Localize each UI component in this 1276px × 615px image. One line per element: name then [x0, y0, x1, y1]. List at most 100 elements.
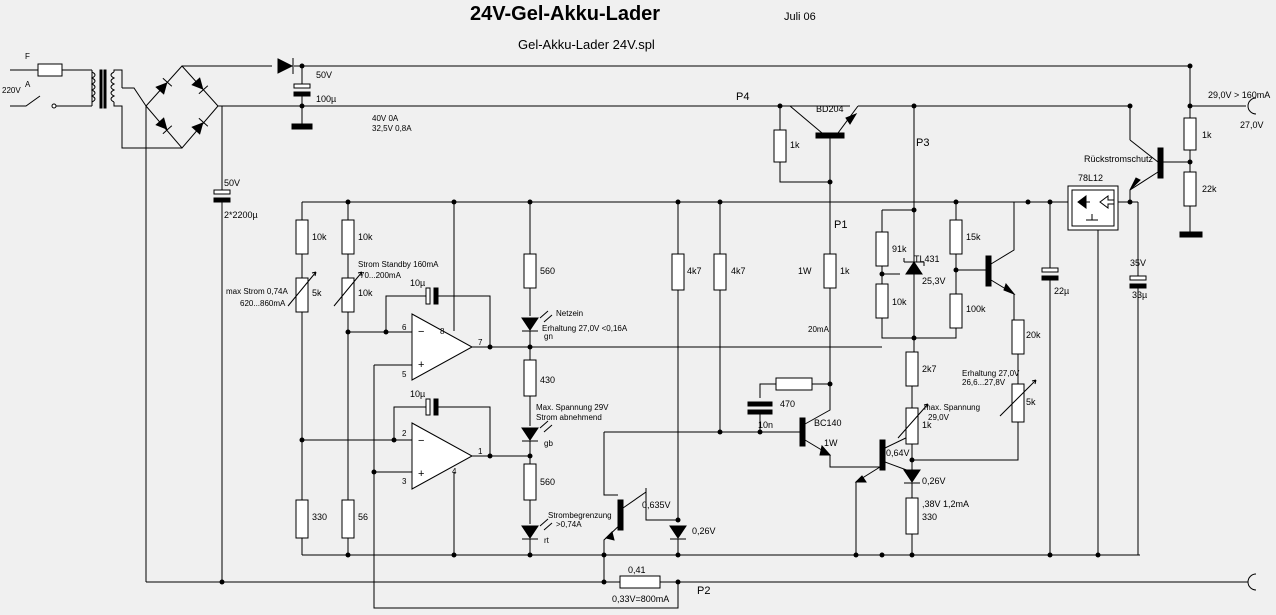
supply-note-2: 32,5V 0,8A	[372, 124, 412, 133]
node-p1: P1	[834, 219, 847, 231]
opamp-1: − + 10µ 8 6 7 5	[348, 202, 533, 381]
component-label: Netzein	[556, 309, 583, 318]
component-label: Erhaltung 27,0V	[962, 369, 1020, 378]
component-label: 430	[540, 375, 555, 385]
opamp-2: − + 10µ 2 1 3 4	[302, 389, 533, 555]
maintenance-divider: 15k 100k 20k Erhaltung 27,0V 26,6...27,8…	[914, 202, 1041, 423]
component-label: 0,26V	[692, 526, 716, 536]
mains-voltage-label: 220V	[2, 86, 21, 95]
component-label: 0,64V	[886, 448, 910, 458]
component-label: rt	[544, 536, 550, 545]
component-label: 5	[402, 370, 407, 379]
component-label: 22k	[1202, 184, 1217, 194]
component-label: 10k	[312, 232, 327, 242]
schematic-title: 24V-Gel-Akku-Lader	[470, 3, 660, 25]
opamp1-minus: −	[418, 326, 424, 338]
bridge-rectifier	[122, 65, 219, 582]
mains-switch-contact	[51, 103, 57, 109]
standby-divider: 10k 10k Strom Standby 160mA 70...200mA 5…	[333, 202, 439, 555]
component-label: BC140	[814, 418, 842, 428]
output-voltage-bottom: 27,0V	[1240, 120, 1264, 130]
component-label: ,38V 1,2mA	[922, 499, 969, 509]
component-label: 330	[312, 512, 327, 522]
component-label: Rückstromschutz	[1084, 154, 1154, 164]
fuse-unit: A	[25, 80, 31, 89]
component-label: 2	[402, 429, 407, 438]
component-label: 0,26V	[922, 476, 946, 486]
fuse	[37, 63, 63, 77]
component-label: 4k7	[687, 266, 702, 276]
component-label: BD204	[816, 104, 844, 114]
shunt-voltage: 0,33V=800mA	[612, 594, 669, 604]
component-label: 15k	[966, 232, 981, 242]
component-label: 620...860mA	[240, 299, 286, 308]
cap1-voltage: 50V	[316, 70, 332, 80]
component-label: max. Spannung	[924, 403, 980, 412]
transformer	[90, 69, 182, 149]
component-label: TL431	[914, 254, 940, 264]
component-label: 10k	[892, 297, 907, 307]
component-label: 33µ	[1132, 290, 1147, 300]
component-label: max Strom 0,74A	[226, 287, 288, 296]
r-4k7-pair: 4k7 4k7	[671, 202, 746, 520]
component-label: 78L12	[1078, 173, 1103, 183]
component-label: 560	[540, 266, 555, 276]
component-label: 10µ	[410, 278, 425, 288]
component-label: +	[418, 468, 424, 480]
component-label: 10k	[358, 232, 373, 242]
shunt-value: 0,41	[628, 565, 646, 575]
node-p2: P2	[697, 585, 710, 597]
component-label: 35V	[1130, 258, 1146, 268]
component-label: 56	[358, 512, 368, 522]
transistor-bd204: P4 BD204 1k	[736, 91, 859, 185]
cap-2x2200u: 50V 2*2200µ	[213, 106, 258, 582]
rail-diode	[277, 58, 294, 74]
node-p3: P3	[916, 137, 929, 149]
component-label: Strombegrenzung	[548, 511, 612, 520]
sense-transistor: 0,635V	[603, 431, 760, 582]
component-label: 10µ	[410, 389, 425, 399]
component-label: 91k	[892, 244, 907, 254]
cap-22u: 22µ	[1041, 202, 1069, 555]
component-label: 1k	[922, 420, 932, 430]
reverse-protection: Rückstromschutz 1k 22k	[1084, 117, 1217, 238]
left-divider: 10k 5k max Strom 0,74A 620...860mA 330	[226, 202, 327, 555]
component-label: 2k7	[922, 364, 937, 374]
component-label: 470	[780, 399, 795, 409]
component-label: gb	[544, 439, 553, 448]
schematic-filename: Gel-Akku-Lader 24V.spl	[518, 37, 655, 52]
component-label: 5k	[312, 288, 322, 298]
component-label: 4	[452, 467, 457, 476]
cap2-voltage: 50V	[224, 178, 240, 188]
opamp1-plus: +	[418, 359, 424, 371]
cap2-value: 2*2200µ	[224, 210, 258, 220]
component-label: gn	[544, 332, 553, 341]
component-label: 25,3V	[922, 276, 946, 286]
r-1k-p1: P1 1W 1k 20mA	[798, 182, 850, 387]
component-label: 1k	[1202, 130, 1212, 140]
component-label: Strom abnehmend	[536, 413, 602, 422]
mains-input: F A 220V	[2, 52, 182, 149]
component-label: 1	[478, 447, 483, 456]
component-label: 1k	[840, 266, 850, 276]
cap1-value: 100µ	[316, 94, 336, 104]
cap-33u: 35V 33µ	[1129, 202, 1147, 556]
driver-transistor: 0,64V	[854, 434, 913, 555]
component-label: 100k	[966, 304, 986, 314]
component-label: Erhaltung 27,0V <0,16A	[542, 324, 628, 333]
regulator-78l12: 78L12	[1067, 173, 1119, 555]
component-label: 10k	[358, 288, 373, 298]
component-label: 20mA	[808, 325, 830, 334]
component-label: 7	[478, 338, 483, 347]
component-label: 5k	[1026, 397, 1036, 407]
supply-note-1: 40V 0A	[372, 114, 399, 123]
component-label: 26,6...27,8V	[962, 378, 1006, 387]
component-label: 1W	[798, 266, 812, 276]
component-label: 10n	[758, 420, 773, 430]
output-voltage-top: 29,0V > 160mA	[1208, 90, 1270, 100]
component-label: 3	[402, 477, 407, 486]
tl431-section: P3 91k 10k TL431 25,3V 2k7 max. Spannung…	[875, 106, 1019, 555]
component-label: 8	[440, 327, 445, 336]
component-label: 330	[922, 512, 937, 522]
